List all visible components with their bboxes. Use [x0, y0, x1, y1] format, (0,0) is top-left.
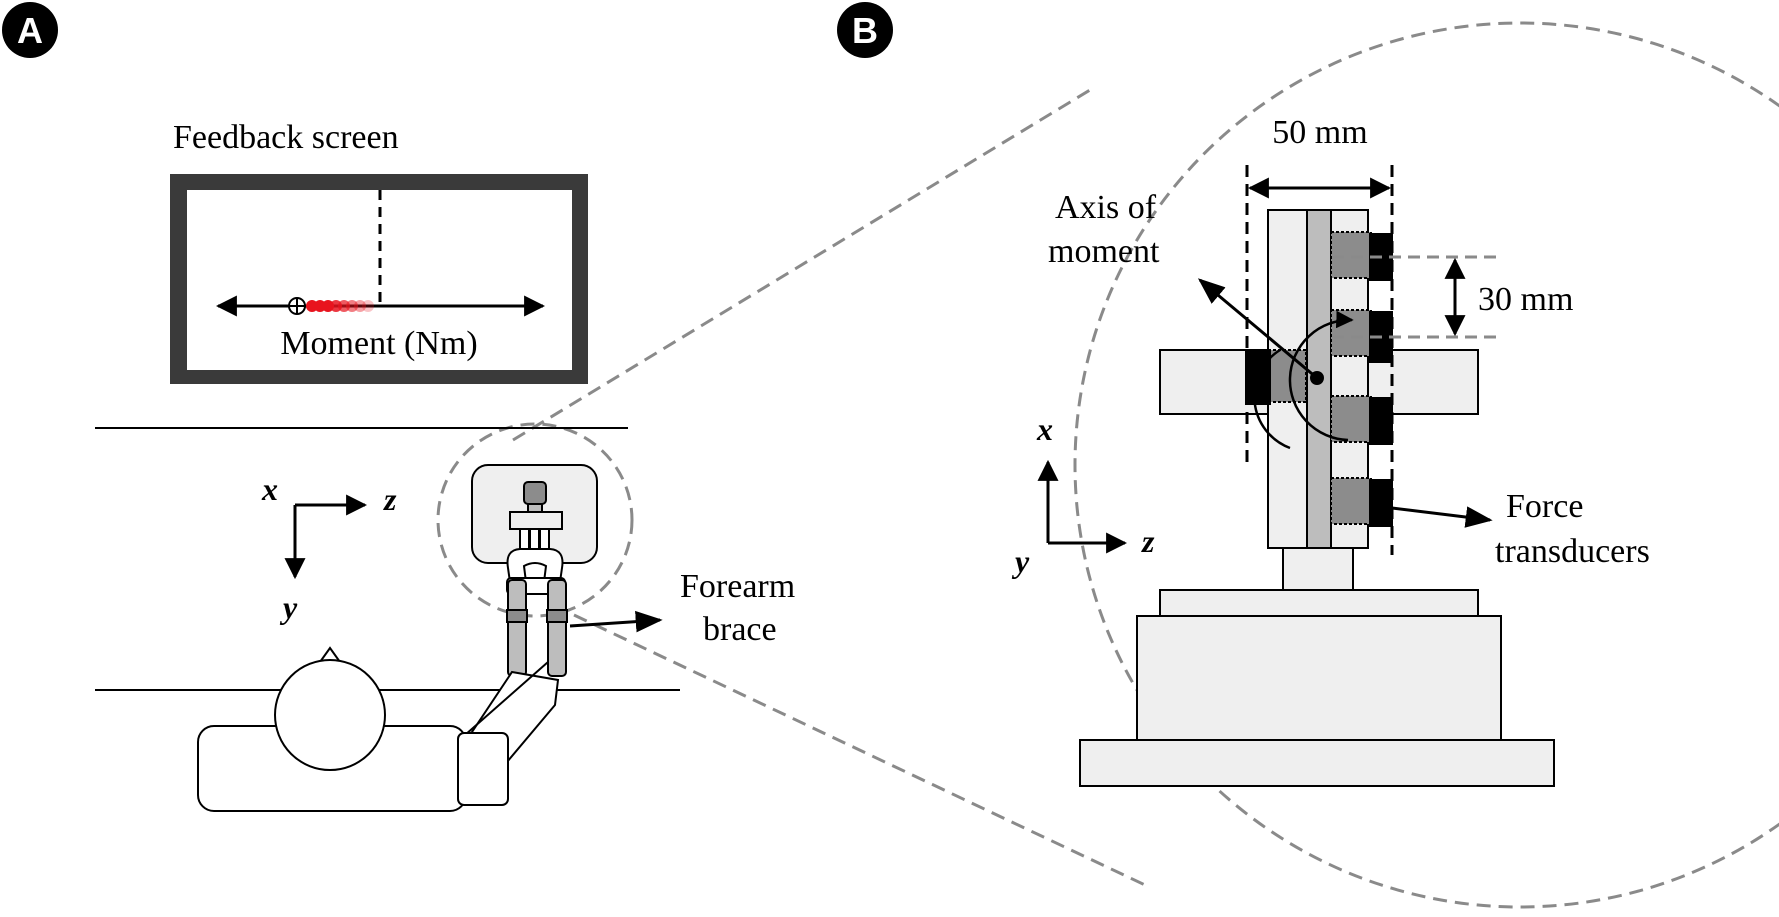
axis-of-moment-label-line1: Axis of — [1055, 189, 1157, 226]
transducer-housing-1 — [1330, 231, 1372, 279]
moment-axis-label: Moment (Nm) — [280, 325, 477, 362]
svg-text:B: B — [852, 10, 878, 51]
forearm-brace-label-line2: brace — [703, 611, 777, 648]
svg-text:A: A — [17, 10, 43, 51]
transducer-housing-4 — [1330, 477, 1372, 525]
axis-a-z-label: z — [383, 481, 397, 517]
feedback-screen: Moment (Nm) — [170, 174, 588, 384]
zoom-line-bottom — [573, 613, 1146, 887]
dynamometer-top-view — [471, 464, 598, 583]
zero-crosshair-icon — [288, 297, 306, 315]
axis-b-y-label: y — [1011, 543, 1030, 579]
transducer-housing-left — [1267, 349, 1307, 403]
forearm-brace — [506, 577, 568, 677]
base-plate — [1079, 739, 1555, 787]
axis-a-x-label: x — [261, 471, 278, 507]
panel-a-badge: A — [2, 2, 58, 58]
transducer-housing-2 — [1330, 309, 1372, 357]
force-transducers-pointer — [1391, 506, 1493, 528]
base-block — [1136, 615, 1502, 741]
axis-of-moment: Axis of moment — [1048, 189, 1354, 450]
force-transducers-label-line2: transducers — [1495, 533, 1650, 570]
force-transducer-4 — [1369, 479, 1393, 527]
transducer-housing-3 — [1330, 395, 1372, 443]
neck-block — [1282, 547, 1354, 591]
forearm-brace-pointer — [569, 610, 663, 633]
zoom-circle-small — [436, 422, 634, 618]
zoom-line-top — [512, 88, 1091, 442]
panel-b-badge: B — [837, 2, 893, 58]
width-dimension-label: 50 mm — [1272, 114, 1367, 151]
axis-of-moment-label-line2: moment — [1048, 233, 1160, 270]
force-transducers-label-line1: Force — [1506, 488, 1583, 525]
zoom-connector — [436, 21, 1779, 909]
forearm-brace-label-line1: Forearm — [680, 568, 795, 605]
subject-top-view — [197, 646, 509, 812]
axis-b-x-label: x — [1036, 411, 1053, 447]
feedback-screen-title: Feedback screen — [173, 119, 399, 156]
force-transducer-3 — [1369, 397, 1393, 445]
coordinate-axes-a: x z y — [261, 471, 397, 625]
feedback-marker-trail — [306, 300, 374, 312]
base-top-plate — [1159, 589, 1479, 617]
axis-a-y-label: y — [279, 589, 298, 625]
spacing-dimension-label: 30 mm — [1478, 281, 1573, 318]
zoom-circle-large — [1073, 21, 1779, 909]
subject-head — [274, 659, 386, 771]
axis-of-moment-pointer — [1197, 278, 1318, 380]
axis-b-z-label: z — [1141, 523, 1155, 559]
spacing-dimension: 30 mm — [1332, 255, 1573, 339]
coordinate-axes-b: x z y — [1011, 411, 1155, 579]
width-dimension: 50 mm — [1245, 114, 1394, 555]
dynamometer-detail — [1079, 209, 1555, 787]
